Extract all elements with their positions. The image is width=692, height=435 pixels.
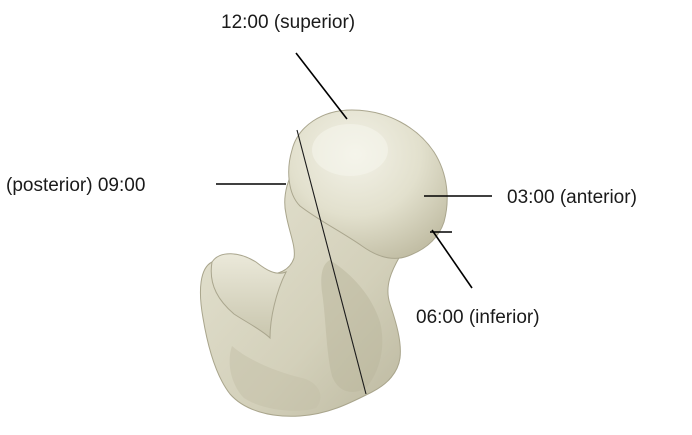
label-posterior: (posterior) 09:00: [6, 175, 145, 196]
label-superior: 12:00 (superior): [221, 12, 355, 33]
head-highlight: [312, 124, 388, 176]
label-anterior: 03:00 (anterior): [507, 187, 637, 208]
superior-leader-line: [296, 53, 347, 119]
label-inferior: 06:00 (inferior): [416, 307, 540, 328]
femoral-bone-model: [200, 110, 447, 416]
inferior-leader-line: [432, 230, 472, 288]
